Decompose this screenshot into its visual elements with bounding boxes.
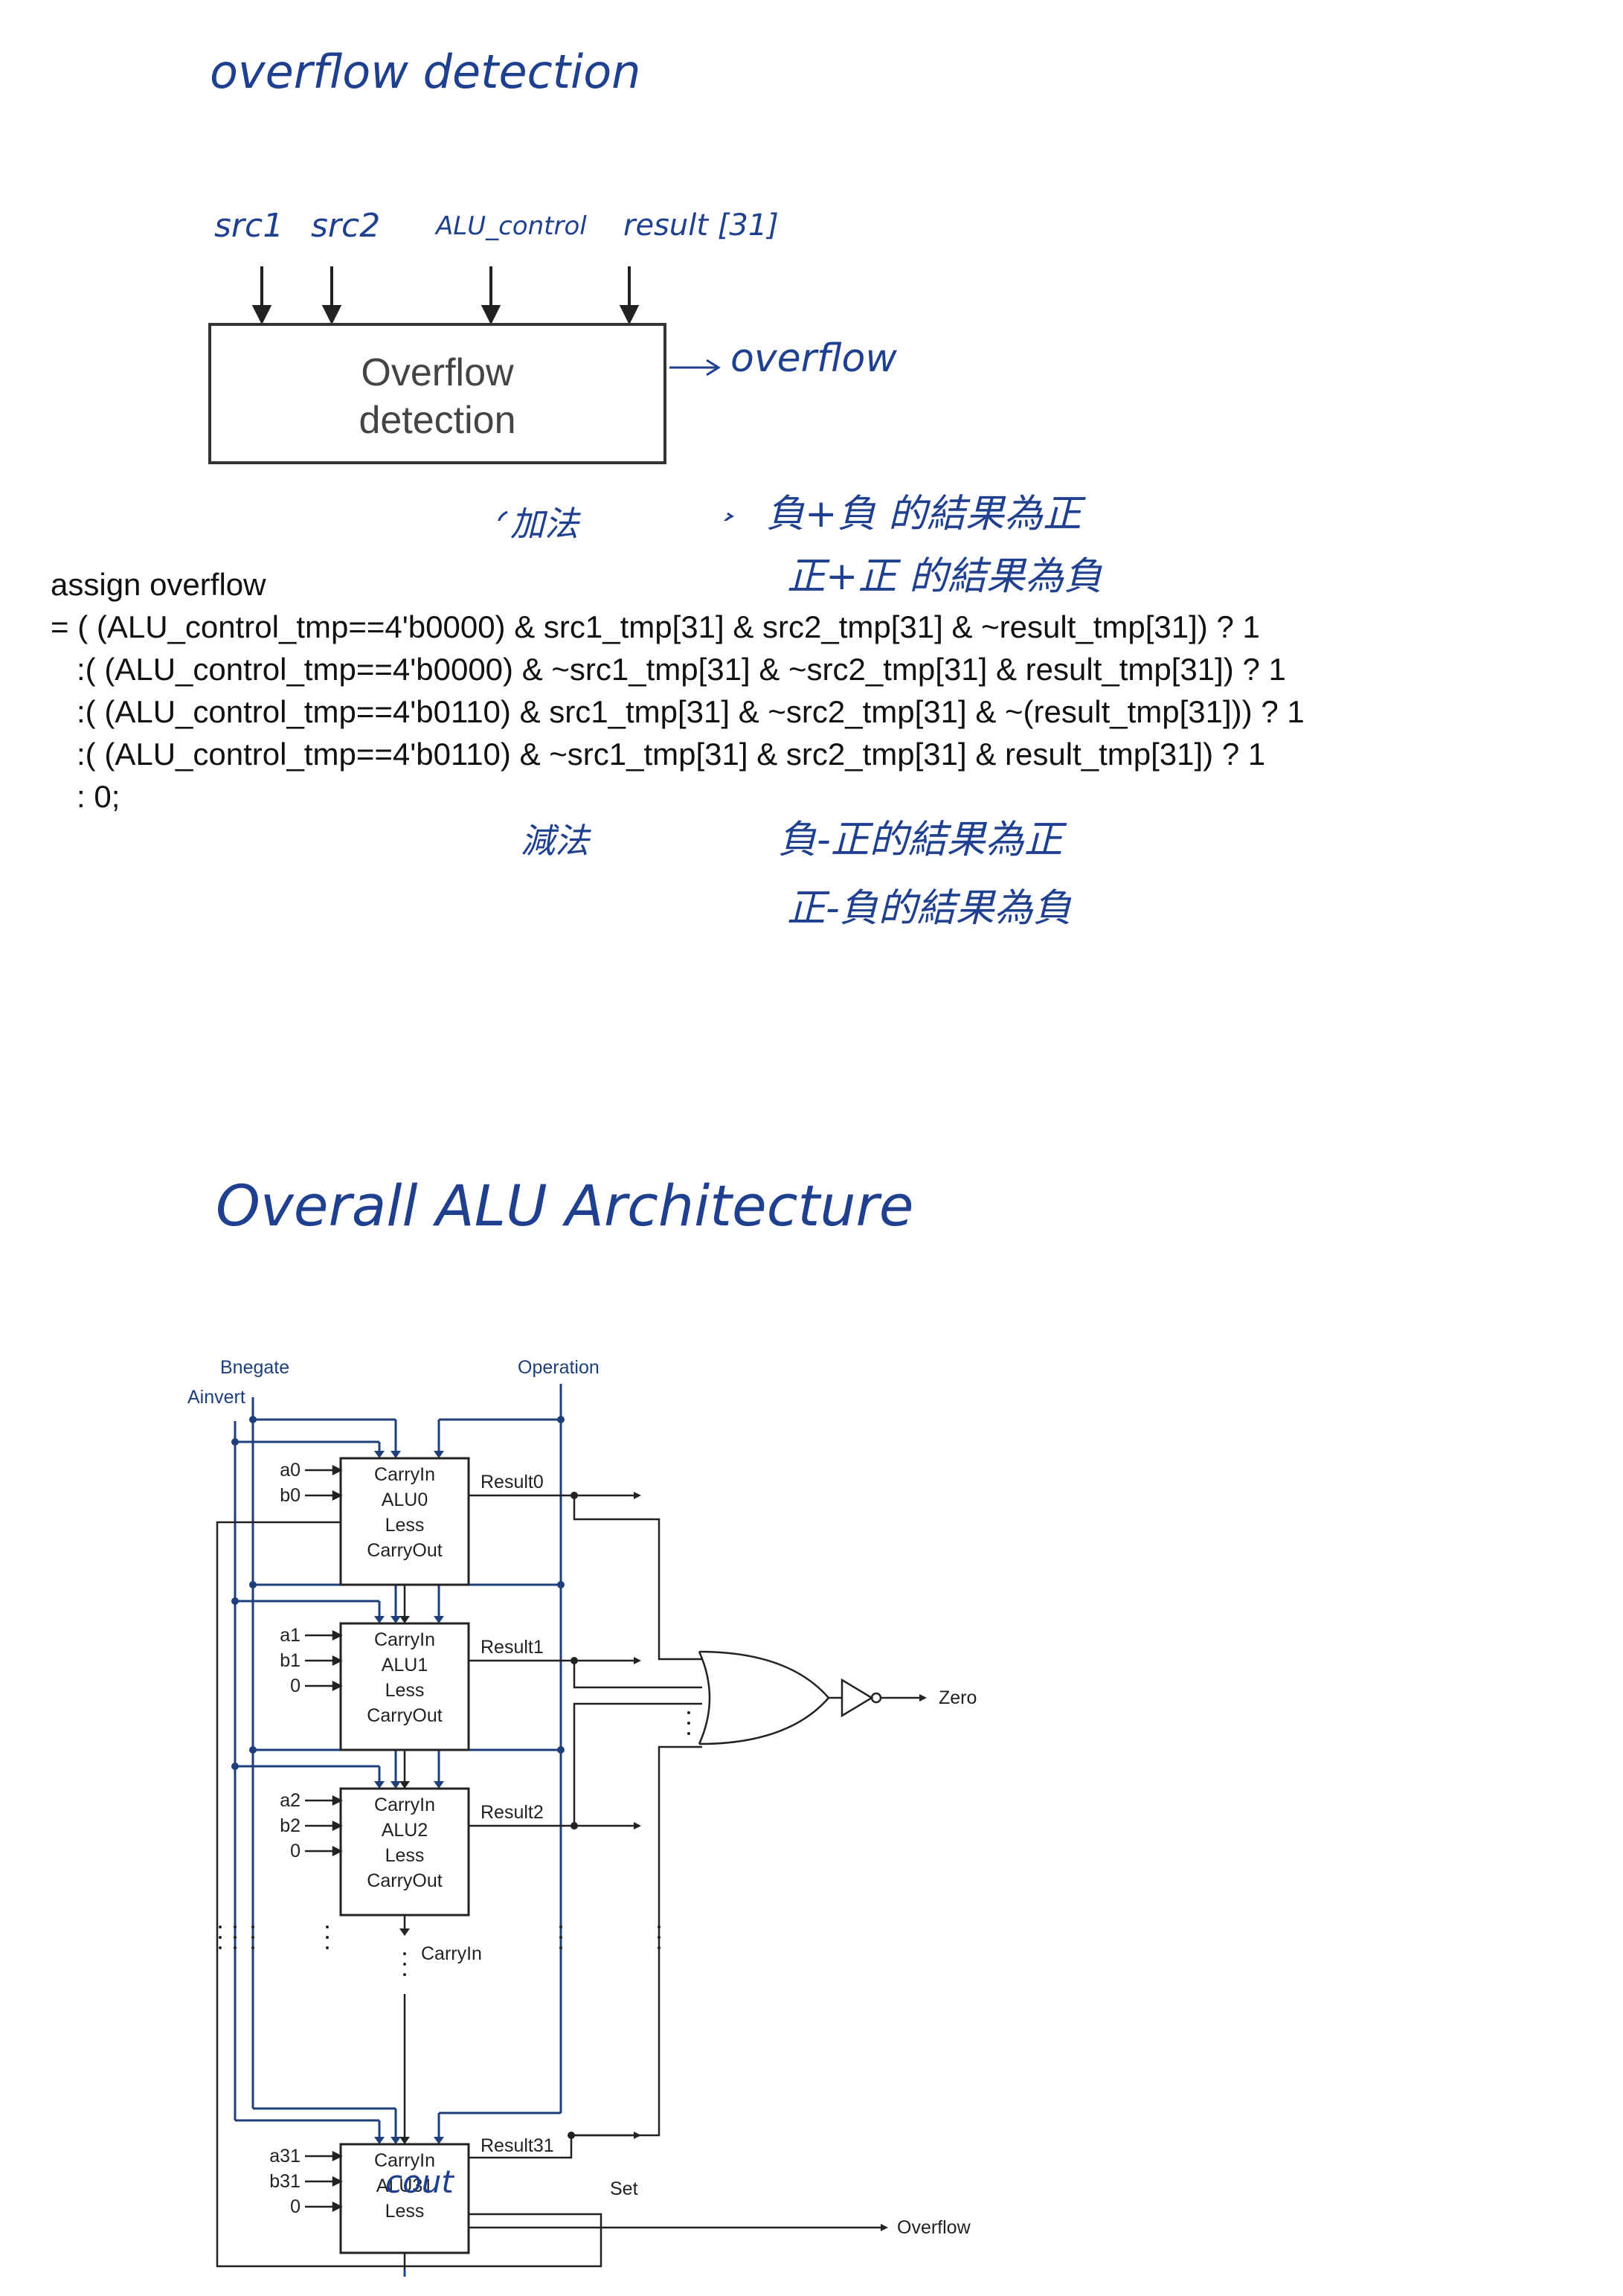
output-label-overflow: overflow (730, 336, 897, 381)
input-label-src2: src2 (311, 207, 381, 245)
alu31-name: ALU31 (376, 2175, 433, 2196)
alu31-less: Less (385, 2201, 425, 2222)
note-sub: 減法 (521, 821, 589, 861)
alu31-result-label: Result31 (481, 2135, 554, 2156)
alu1-result-label: Result1 (481, 1637, 544, 1658)
overflow-detection-block: Overflow detection (208, 266, 735, 521)
alu31-input-b: b31 (269, 2171, 301, 2192)
code-line-5: :( (ALU_control_tmp==4'b0110) & ~src1_tm… (51, 737, 1266, 772)
overflow-box-line-2: detection (359, 399, 515, 442)
signal-label-ainvert: Ainvert (187, 1387, 245, 1408)
note-sub-case-2: 正-負的結果為負 (787, 886, 1072, 931)
signal-label-bnegate: Bnegate (220, 1357, 289, 1378)
alu2-input-less: 0 (290, 1841, 301, 1862)
note-add-case-1: 負+負 的結果為正 (766, 492, 1082, 536)
alu1-input-a: a1 (280, 1625, 301, 1646)
cout-note: cout (385, 2164, 454, 2200)
alu0-carryout: CarryOut (367, 1540, 442, 1561)
input-label-result31: result [31] (623, 208, 779, 243)
alu2-less: Less (385, 1845, 425, 1866)
alu31-input-less: 0 (290, 2196, 301, 2217)
overflow-box-line-1: Overflow (361, 351, 514, 394)
code-line-3: :( (ALU_control_tmp==4'b0000) & ~src1_tm… (51, 652, 1286, 687)
alu1-carryout: CarryOut (367, 1705, 442, 1726)
code-line-4: :( (ALU_control_tmp==4'b0110) & src1_tmp… (51, 694, 1305, 729)
alu2-input-a: a2 (280, 1790, 301, 1811)
input-label-alu-control: ALU_control (436, 211, 587, 241)
alu1-name: ALU1 (382, 1655, 428, 1675)
alu2-name: ALU2 (382, 1820, 428, 1841)
alu0-result-label: Result0 (481, 1472, 544, 1492)
alu0-less: Less (385, 1515, 425, 1536)
alu1-input-b: b1 (280, 1650, 301, 1671)
note-sub-case-1: 負-正的結果為正 (778, 818, 1063, 862)
code-line-2: = ( (ALU_control_tmp==4'b0000) & src1_tm… (51, 609, 1260, 644)
code-line-1: assign overflow (51, 567, 266, 602)
signal-label-operation: Operation (518, 1357, 600, 1378)
alu2-result-label: Result2 (481, 1802, 544, 1823)
carryin-chain-label: CarryIn (421, 1943, 482, 1964)
alu31-input-a: a31 (269, 2146, 301, 2167)
alu2-carryout: CarryOut (367, 1870, 442, 1891)
alu2-carryin: CarryIn (374, 1795, 435, 1815)
alu1-less: Less (385, 1680, 425, 1701)
zero-output-label: Zero (939, 1687, 977, 1708)
alu0-name: ALU0 (382, 1489, 428, 1510)
alu2-input-b: b2 (280, 1815, 301, 1836)
section-title-alu-architecture: Overall ALU Architecture (216, 1173, 914, 1239)
alu31-carryin: CarryIn (374, 2150, 435, 2171)
note-add-case-2: 正+正 的結果為負 (787, 554, 1103, 599)
code-line-6: : 0; (51, 779, 120, 814)
overflow-output-label: Overflow (897, 2217, 971, 2238)
note-add: 加法 (510, 504, 579, 544)
set-label: Set (610, 2178, 638, 2199)
section-title-overflow: overflow detection (210, 45, 641, 99)
alu0-input-b: b0 (280, 1485, 301, 1506)
alu0-carryin: CarryIn (374, 1464, 435, 1485)
alu1-input-less: 0 (290, 1675, 301, 1696)
alu-architecture-diagram: Bnegate Ainvert Operation CarryIn ALU0 L… (187, 1357, 977, 2277)
alu1-carryin: CarryIn (374, 1629, 435, 1650)
input-label-src1: src1 (214, 207, 284, 245)
alu0-input-a: a0 (280, 1460, 301, 1481)
